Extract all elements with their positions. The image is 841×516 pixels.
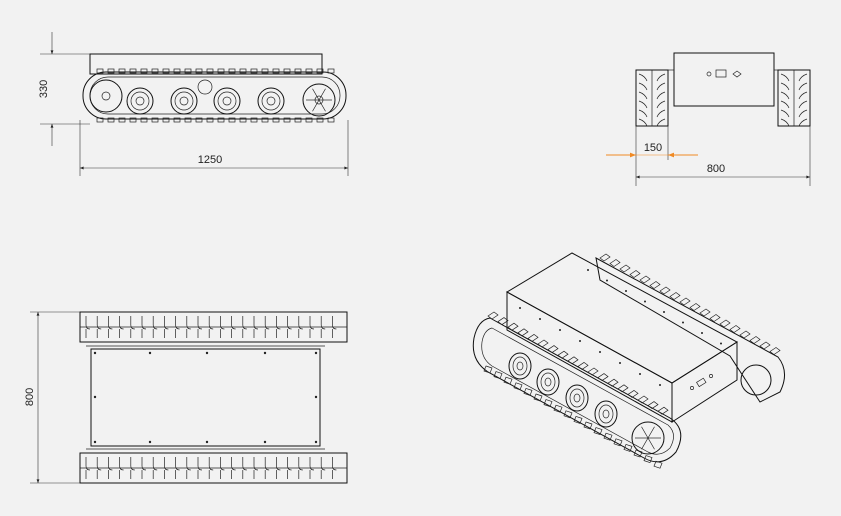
side-drive-sprocket <box>302 83 336 117</box>
front-view: 150 800 <box>606 52 811 186</box>
side-view: 330 1250 <box>38 32 349 176</box>
iso-road-wheels <box>508 352 618 428</box>
front-track-width-dimension: 150 <box>644 142 662 154</box>
iso-body-side <box>506 291 673 423</box>
iso-far-tread-pattern <box>599 253 781 355</box>
iso-body-front <box>671 341 738 423</box>
side-support-roller <box>197 79 213 95</box>
side-tread-pattern <box>96 68 335 123</box>
top-tread-pattern <box>80 316 347 479</box>
top-width-dimension: 800 <box>24 388 36 406</box>
iso-sprocket-spokes <box>635 426 661 450</box>
iso-drive-sprocket <box>631 421 665 455</box>
sprocket-spokes <box>306 88 332 112</box>
iso-body-bolts <box>519 269 722 386</box>
side-idler-wheel <box>89 79 123 113</box>
front-tread-pattern <box>638 70 808 127</box>
top-body-plate <box>90 348 321 447</box>
front-body <box>673 52 775 107</box>
iso-front-ports <box>690 374 713 390</box>
iso-near-track <box>472 317 682 463</box>
iso-far-track <box>595 257 785 403</box>
top-plate-bolts <box>93 351 318 444</box>
iso-near-tread-pattern <box>483 311 669 469</box>
side-height-dimension: 330 <box>38 80 50 98</box>
side-track-outline <box>82 71 347 120</box>
side-body <box>89 53 323 75</box>
side-length-dimension: 1250 <box>198 154 222 166</box>
isometric-view <box>472 252 785 469</box>
top-view: 800 <box>24 311 348 484</box>
front-ports <box>706 69 742 78</box>
side-road-wheels <box>126 87 285 115</box>
iso-far-sprocket <box>740 364 772 396</box>
front-total-width-dimension: 800 <box>707 163 725 175</box>
